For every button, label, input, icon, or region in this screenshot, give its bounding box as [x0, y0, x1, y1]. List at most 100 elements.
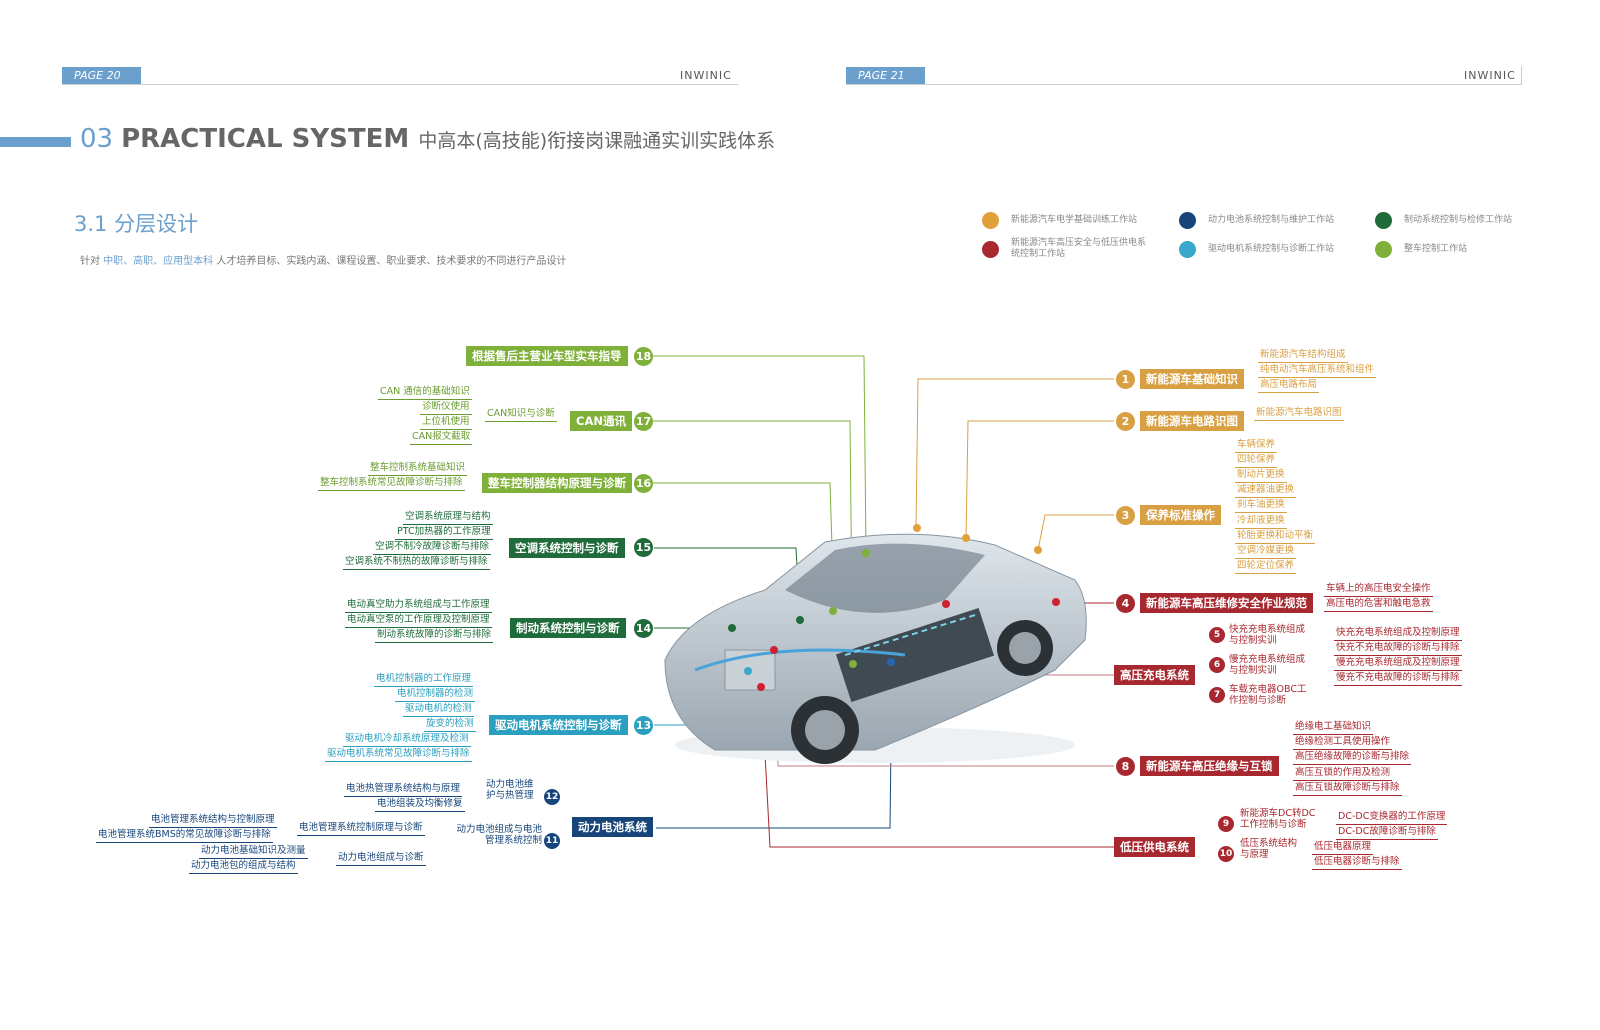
node-15-ac[interactable]: 空调系统控制与诊断 [509, 538, 625, 558]
leaf-13-3: 驱动电机的检测 [403, 703, 474, 717]
leaf-3-1: 车辆保养 [1235, 439, 1278, 453]
node-3-maintenance[interactable]: 保养标准操作 [1140, 505, 1221, 525]
car-windshield [785, 543, 985, 613]
badge-5-icon: 5 [1209, 627, 1225, 643]
node-11-battery-bms: 动力电池组成与电池管理系统控制 [456, 824, 542, 846]
marker-dot [757, 683, 765, 691]
badge-6-icon: 6 [1209, 657, 1225, 673]
badge-9-icon: 9 [1218, 816, 1234, 832]
leaf-9-2: DC-DC故障诊断与排除 [1336, 826, 1438, 840]
marker-dot [962, 534, 970, 542]
legend-label: 新能源汽车电学基础训练工作站 [1011, 215, 1138, 225]
rear-rim [1009, 632, 1041, 664]
leaf-8-5: 高压互锁故障诊断与排除 [1293, 782, 1402, 796]
legend-label: 新能源汽车高压安全与低压供电系统控制工作站 [1011, 238, 1147, 259]
badge-3-icon: 3 [1116, 506, 1135, 525]
node-8-insulation-interlock[interactable]: 新能源车高压绝缘与互锁 [1140, 756, 1279, 776]
badge-13-icon: 13 [634, 716, 653, 735]
leaf-3-2: 四轮保养 [1235, 454, 1278, 468]
section-title-en: PRACTICAL SYSTEM [121, 124, 410, 154]
node-1-nev-basics[interactable]: 新能源车基础知识 [1140, 369, 1244, 389]
mid-11-battery-composition: 动力电池组成与诊断 [336, 852, 426, 866]
leaf-11-2: 电池管理系统BMS的常见故障诊断与排除 [96, 829, 273, 843]
legend-label: 动力电池系统控制与维护工作站 [1208, 215, 1335, 225]
brand-left: INWINIC [680, 69, 732, 82]
mid-17-can-diagnosis: CAN知识与诊断 [485, 408, 557, 422]
leaf-8-1: 绝缘电工基础知识 [1293, 721, 1374, 735]
badge-1-icon: 1 [1116, 370, 1135, 389]
section-accent-bar [0, 137, 71, 147]
badge-2-icon: 2 [1116, 412, 1135, 431]
page-number-right: PAGE 21 [846, 67, 925, 84]
leaf-14-1: 电动真空助力系统组成与工作原理 [345, 599, 492, 613]
leaf-3-4: 减速器油更换 [1235, 484, 1297, 498]
legend-item-red: 新能源汽车高压安全与低压供电系统控制工作站 [982, 238, 1152, 260]
node-lv-supply[interactable]: 低压供电系统 [1114, 837, 1195, 857]
node-10-lv-structure: 低压系统结构与原理 [1240, 838, 1298, 860]
leaf-12-2: 电池组装及均衡修复 [375, 798, 465, 812]
badge-17-icon: 17 [634, 412, 653, 431]
marker-dot [770, 646, 778, 654]
section-number: 03 [80, 124, 114, 154]
mid-11-bms-diagnosis: 电池管理系统控制原理与诊断 [297, 822, 425, 836]
leaf-2-1: 新能源汽车电路识图 [1254, 407, 1344, 421]
badge-11-icon: 11 [544, 833, 560, 849]
header-rule-right [846, 84, 1522, 85]
badge-10-icon: 10 [1218, 846, 1234, 862]
subsection-description: 针对 中职、高职、应用型本科 人才培养目标、实践内涵、课程设置、职业要求、技术要… [80, 252, 566, 267]
leaf-4-2: 高压电的危害和触电急救 [1324, 598, 1433, 612]
leaf-16-1: 整车控制系统基础知识 [368, 462, 468, 476]
header-divider [1521, 66, 1522, 85]
section-title-cn: 中高本(高技能)衔接岗课融通实训实践体系 [418, 130, 776, 152]
desc-prefix: 针对 [80, 256, 100, 267]
legend-item-navy: 动力电池系统控制与维护工作站 [1179, 212, 1334, 229]
node-battery-system[interactable]: 动力电池系统 [572, 817, 653, 837]
badge-12-icon: 12 [544, 789, 560, 805]
leaf-1-1: 新能源汽车结构组成 [1258, 349, 1348, 363]
node-2-circuit-diagram[interactable]: 新能源车电路识图 [1140, 411, 1244, 431]
node-14-brake[interactable]: 制动系统控制与诊断 [510, 618, 626, 638]
hv-cable [694, 648, 906, 672]
leaf-13-5: 驱动电机冷却系统原理及检测 [343, 733, 471, 747]
vehicle-cutaway-illustration [664, 524, 1087, 764]
leaf-15-2: PTC加热器的工作原理 [395, 526, 493, 540]
leaf-1-3: 高压电路布局 [1258, 379, 1320, 393]
legend-item-orange: 新能源汽车电学基础训练工作站 [982, 212, 1137, 229]
leaf-17-3: 上位机使用 [420, 416, 472, 430]
leaf-16-2: 整车控制系统常见故障诊断与排除 [318, 477, 465, 491]
leaf-15-4: 空调系统不制热的故障诊断与排除 [343, 556, 490, 570]
header-rule-left [62, 84, 738, 85]
battery-pack [835, 608, 995, 702]
leaf-10-2: 低压电器诊断与排除 [1312, 856, 1402, 870]
marker-dot [728, 624, 736, 632]
node-6-slow-charge: 慢充充电系统组成与控制实训 [1229, 654, 1306, 676]
node-18-vehicle-guidance[interactable]: 根据售后主营业车型实车指导 [466, 346, 628, 366]
leaf-11-1: 电池管理系统结构与控制原理 [149, 814, 277, 828]
badge-8-icon: 8 [1116, 757, 1135, 776]
leaf-3-5: 刹车油更换 [1235, 499, 1287, 513]
node-7-obc: 车载充电器OBC工作控制与诊断 [1229, 684, 1307, 706]
legend-item-lightgreen: 整车控制工作站 [1375, 241, 1467, 258]
node-4-hv-safety[interactable]: 新能源车高压维修安全作业规范 [1140, 593, 1313, 613]
leaf-5-1: 快充充电系统组成及控制原理 [1334, 627, 1462, 641]
leaf-6-1: 慢充充电系统组成及控制原理 [1334, 657, 1462, 671]
node-16-vcu[interactable]: 整车控制器结构原理与诊断 [482, 473, 632, 493]
leaf-13-4: 旋变的检测 [424, 718, 476, 732]
node-13-drive-motor[interactable]: 驱动电机系统控制与诊断 [489, 715, 628, 735]
node-hv-charging[interactable]: 高压充电系统 [1114, 665, 1195, 685]
marker-dot [942, 600, 950, 608]
front-rim [805, 710, 845, 750]
leaf-3-6: 冷却液更换 [1235, 515, 1287, 529]
node-17-can[interactable]: CAN通讯 [570, 411, 632, 431]
badge-15-icon: 15 [634, 538, 653, 557]
legend-label: 驱动电机系统控制与诊断工作站 [1208, 244, 1335, 254]
badge-7-icon: 7 [1209, 687, 1225, 703]
leaf-3-3: 制动片更换 [1235, 469, 1287, 483]
badge-18-icon: 18 [634, 347, 653, 366]
leaf-17-2: 诊断仪使用 [420, 401, 472, 415]
leaf-3-9: 四轮定位保养 [1235, 560, 1297, 574]
badge-14-icon: 14 [634, 619, 653, 638]
leaf-3-7: 轮胎更换和动平衡 [1235, 530, 1316, 544]
marker-dot [887, 658, 895, 666]
